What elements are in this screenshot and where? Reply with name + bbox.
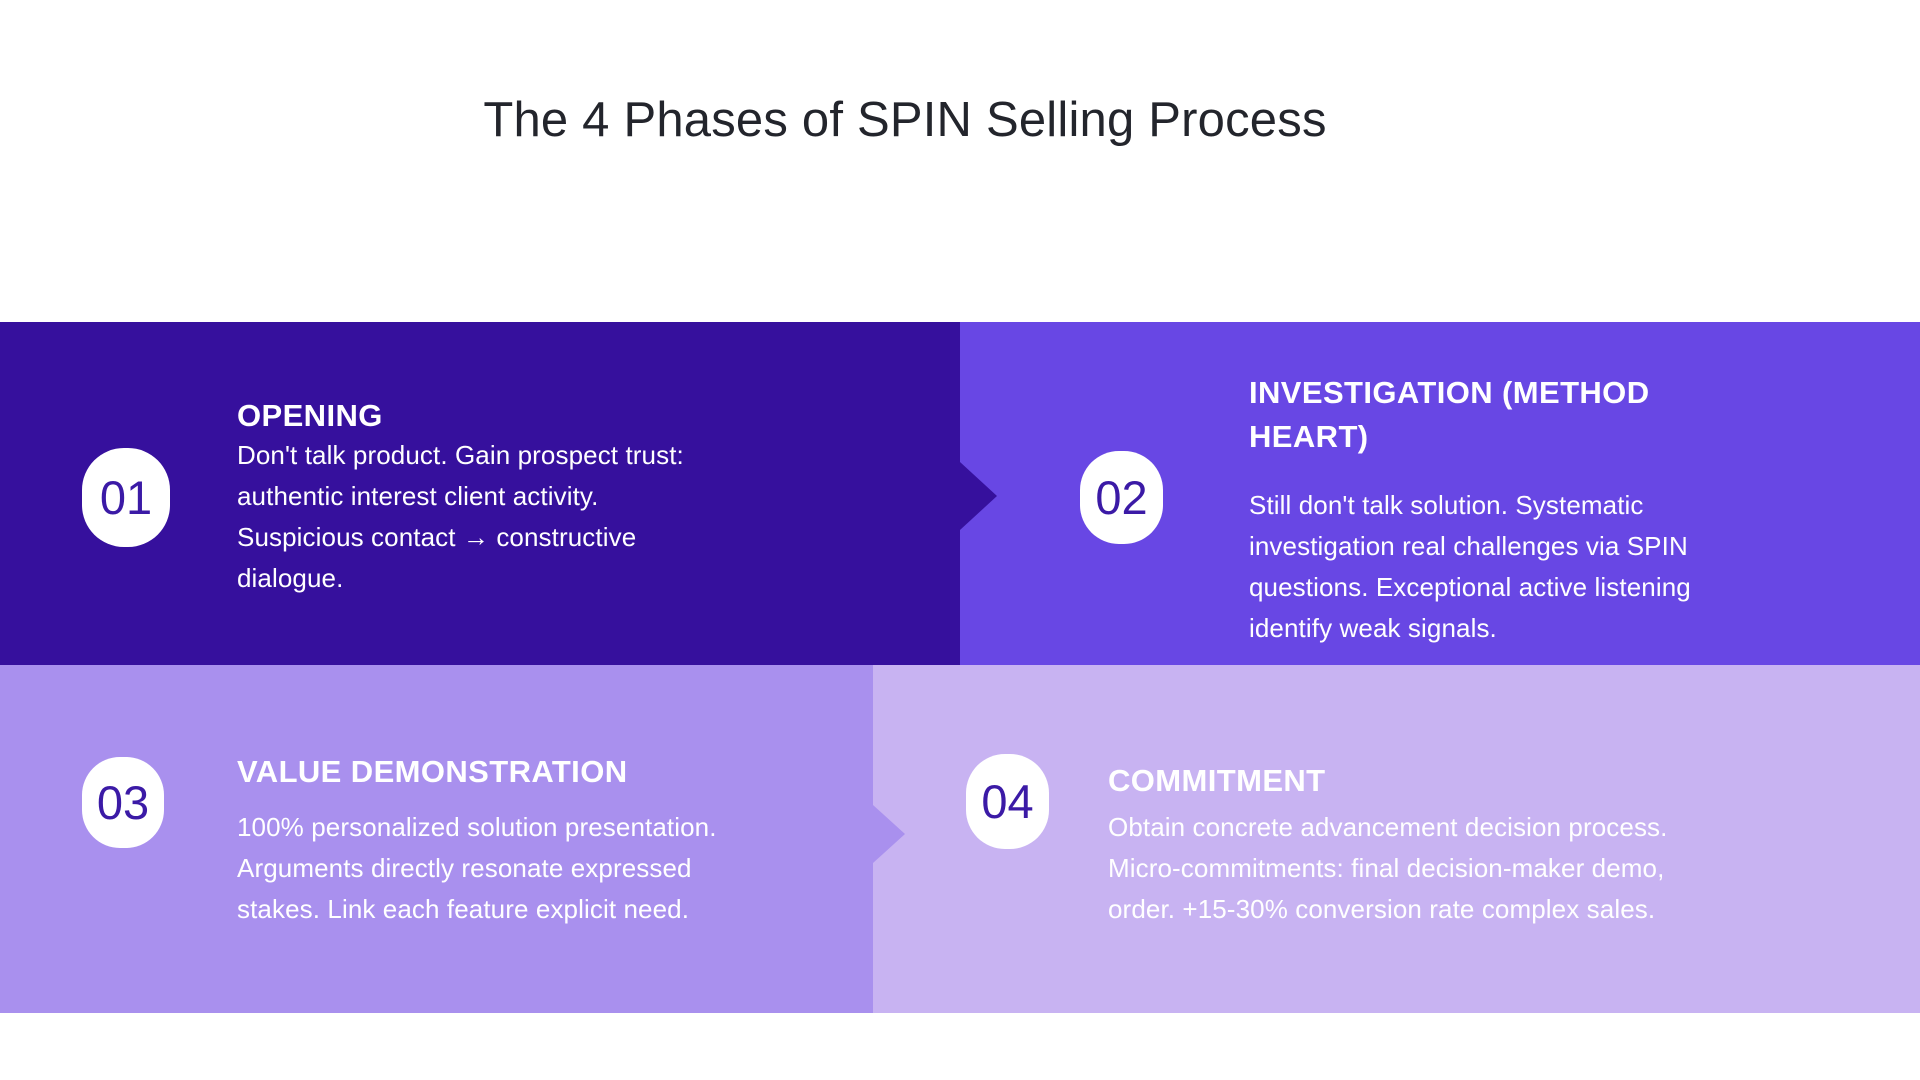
phase-body-value-demonstration: 100% personalized solution presentation.… bbox=[237, 807, 717, 930]
phase-body-line: 100% personalized solution presentation. bbox=[237, 812, 717, 842]
phase-heading-line: INVESTIGATION (METHOD bbox=[1249, 375, 1650, 410]
phase-number-badge-04: 04 bbox=[966, 754, 1049, 849]
phase-number-text: 04 bbox=[981, 775, 1034, 828]
phase-body-commitment: Obtain concrete advancement decision pro… bbox=[1108, 807, 1667, 930]
phase-body-line: Obtain concrete advancement decision pro… bbox=[1108, 812, 1668, 842]
phase-heading-commitment: COMMITMENT bbox=[1108, 759, 1326, 803]
phase-number-text: 02 bbox=[1095, 471, 1148, 524]
phase-body-line: identify weak signals. bbox=[1249, 613, 1497, 643]
phase-body-line: questions. Exceptional active listening bbox=[1249, 572, 1691, 602]
phase-panel-4-commitment bbox=[873, 665, 1920, 1013]
phase-number-text: 01 bbox=[99, 471, 153, 524]
phase-number-badge-03: 03 bbox=[82, 757, 164, 848]
phase-body-line: authentic interest client activity. bbox=[237, 481, 599, 511]
phase-number-badge-01: 01 bbox=[82, 448, 170, 547]
phase-body-line: stakes. Link each feature explicit need. bbox=[237, 894, 690, 924]
phase-heading-line: HEART) bbox=[1249, 419, 1369, 454]
chevron-right-arrow-phase1-to-phase2 bbox=[960, 462, 997, 530]
phase-body-investigation: Still don't talk solution. Systematic in… bbox=[1249, 485, 1691, 649]
phase-body-line: Don't talk product. Gain prospect trust: bbox=[237, 440, 684, 470]
phase-body-line: dialogue. bbox=[237, 563, 344, 593]
phase-number-text: 03 bbox=[96, 776, 150, 829]
phase-number-badge-02: 02 bbox=[1080, 451, 1163, 544]
phase-body-line: Suspicious contact → constructive bbox=[237, 522, 637, 552]
phase-heading-investigation: INVESTIGATION (METHOD HEART) bbox=[1249, 371, 1650, 459]
phase-heading-line: COMMITMENT bbox=[1108, 763, 1326, 798]
phase-body-line: investigation real challenges via SPIN bbox=[1249, 531, 1688, 561]
phase-body-line: Micro-commitments: final decision-maker … bbox=[1108, 853, 1665, 883]
phase-heading-opening: OPENING bbox=[237, 394, 383, 438]
phase-body-line: Arguments directly resonate expressed bbox=[237, 853, 692, 883]
phase-heading-line: OPENING bbox=[237, 398, 383, 433]
phase-heading-value-demonstration: VALUE DEMONSTRATION bbox=[237, 750, 628, 794]
phase-heading-line: VALUE DEMONSTRATION bbox=[237, 754, 628, 789]
phase-body-line: order. +15-30% conversion rate complex s… bbox=[1108, 894, 1656, 924]
chevron-right-arrow-phase3-to-phase4 bbox=[873, 805, 905, 863]
page-title: The 4 Phases of SPIN Selling Process bbox=[483, 93, 1327, 147]
phase-body-line: Still don't talk solution. Systematic bbox=[1249, 490, 1644, 520]
phase-body-opening: Don't talk product. Gain prospect trust:… bbox=[237, 435, 684, 599]
